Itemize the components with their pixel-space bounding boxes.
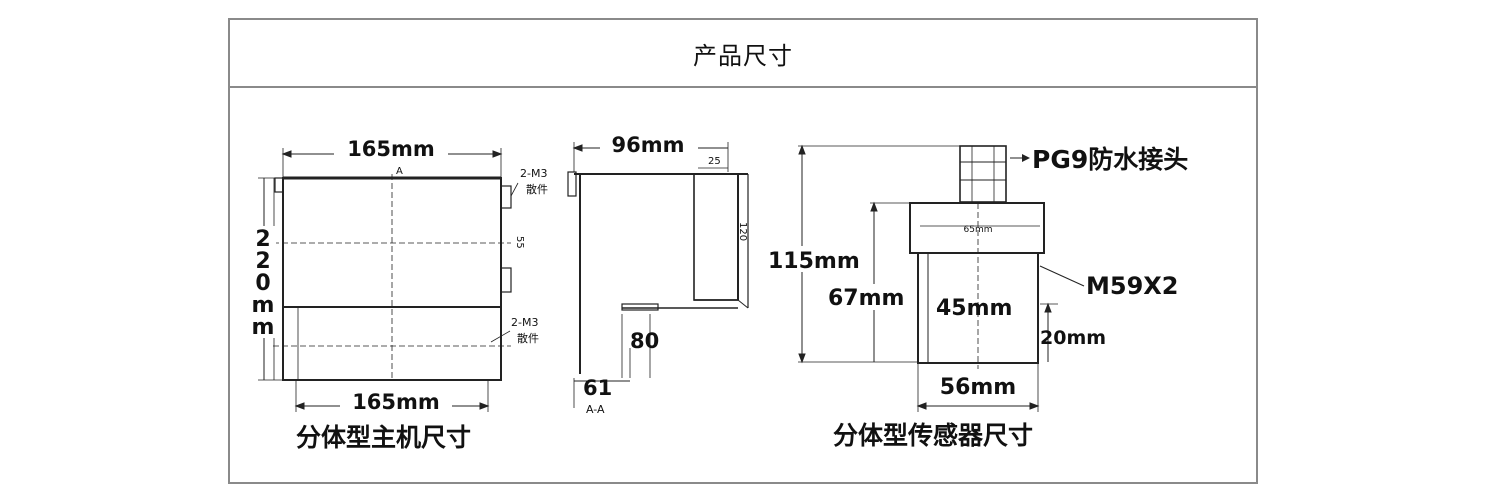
side-small-25: 25 <box>708 156 721 167</box>
sensor-drawing <box>909 145 1045 369</box>
sensor-thread-length-dim <box>1040 302 1058 362</box>
table-header-row: 产品尺寸 <box>230 20 1256 88</box>
product-dimension-table: 产品尺寸 <box>228 18 1258 484</box>
svg-text:2: 2 <box>255 227 270 252</box>
sensor-width-dim <box>916 363 1040 412</box>
side-small-120: 120 <box>737 222 748 241</box>
sensor-connector-label: PG9防水接头 <box>1032 145 1188 174</box>
screw-top-sub: 散件 <box>526 182 548 196</box>
side-dim-61: 61 <box>583 376 612 400</box>
dimension-drawing: 165mm A 2 2 0 m m 2-M3 散件 55 2-M3 散件 165… <box>250 131 1188 452</box>
sensor-inner-height: 45mm <box>936 296 1012 321</box>
main-unit-front-view <box>273 174 512 381</box>
main-bottom-width-label: 165mm <box>352 390 440 414</box>
sensor-caption: 分体型传感器尺寸 <box>833 421 1033 450</box>
sensor-head-width: 65mm <box>964 225 993 235</box>
side-dim-80: 80 <box>630 329 659 353</box>
svg-text:0: 0 <box>255 271 270 296</box>
sensor-body-width: 56mm <box>940 375 1016 400</box>
sensor-height-dims <box>798 144 960 364</box>
svg-text:m: m <box>252 315 275 340</box>
side-section-label: A-A <box>586 403 605 416</box>
svg-text:m: m <box>252 293 275 318</box>
main-unit-caption: 分体型主机尺寸 <box>296 423 471 452</box>
sensor-thread-length: 20mm <box>1040 327 1106 349</box>
sensor-thread-label: M59X2 <box>1086 272 1178 300</box>
main-top-width-label: 165mm <box>347 137 435 161</box>
side-bottom-dims <box>573 314 651 408</box>
sensor-connector <box>959 145 1007 203</box>
side-dim-55: 55 <box>514 236 525 249</box>
screw-bottom-sub: 散件 <box>517 331 539 345</box>
main-mark-a: A <box>396 166 403 177</box>
sensor-total-height: 115mm <box>768 249 860 274</box>
main-height-label: 2 2 0 m m <box>252 227 275 340</box>
table-title: 产品尺寸 <box>693 41 793 70</box>
side-view <box>567 167 749 374</box>
svg-text:2: 2 <box>255 249 270 274</box>
side-depth-label: 96mm <box>612 133 685 157</box>
screw-bottom-label: 2-M3 <box>511 316 538 329</box>
sensor-body-height: 67mm <box>828 286 904 311</box>
screw-top-label: 2-M3 <box>520 167 547 180</box>
